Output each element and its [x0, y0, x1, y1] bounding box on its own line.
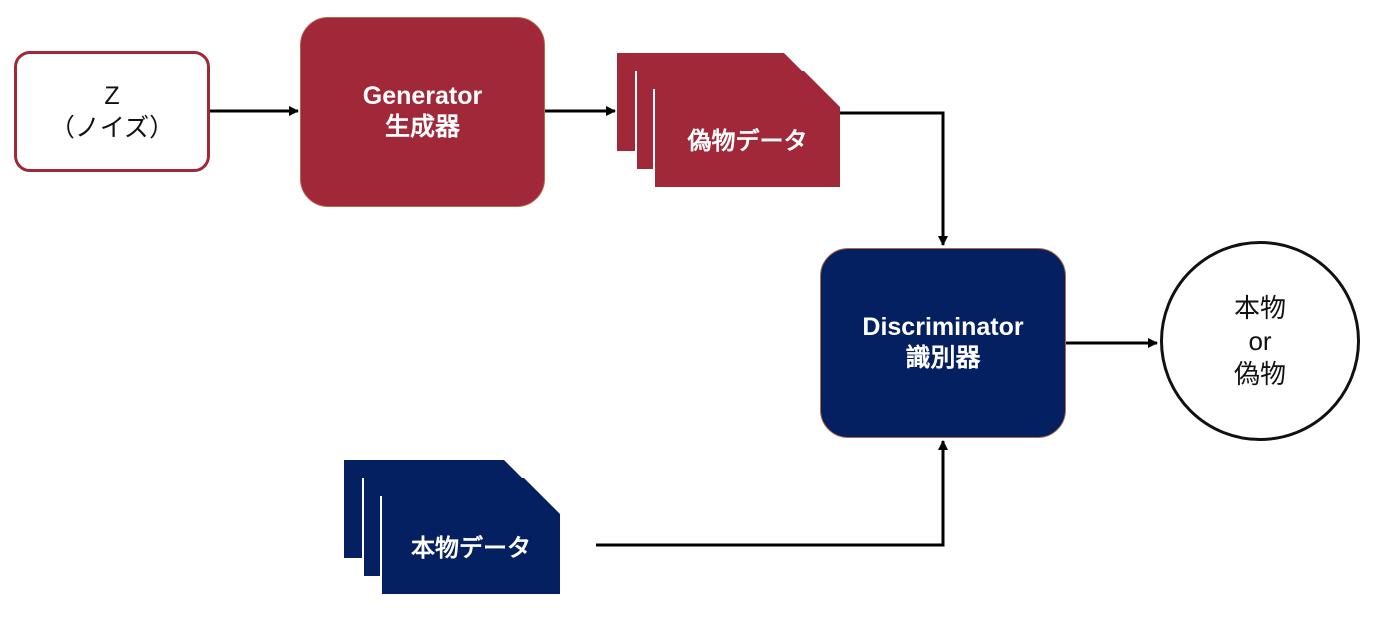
- discriminator-box: Discriminator 識別器: [820, 248, 1066, 438]
- fake-data-label: 偽物データ: [687, 127, 808, 155]
- arrow-real-data-to-discriminator: [596, 440, 948, 547]
- real-data-sheet-front: 本物データ: [380, 496, 560, 594]
- result-circle: 本物 or 偽物: [1160, 241, 1360, 441]
- discriminator-title: Discriminator: [862, 313, 1024, 341]
- fake-data-sheet-front: 偽物データ: [653, 89, 840, 187]
- generator-subtitle: 生成器: [384, 113, 460, 141]
- real-data-label: 本物データ: [411, 534, 531, 562]
- result-or-label: or: [1248, 325, 1272, 356]
- result-fake-label: 偽物: [1233, 358, 1286, 389]
- generator-title: Generator: [362, 82, 483, 110]
- noise-sublabel: （ノイズ）: [49, 113, 175, 142]
- arrow-fake-data-to-discriminator: [838, 111, 948, 246]
- noise-input-box: Z （ノイズ）: [14, 51, 210, 172]
- generator-box: Generator 生成器: [300, 17, 545, 207]
- noise-label: Z: [104, 81, 120, 110]
- result-real-label: 本物: [1233, 292, 1286, 323]
- discriminator-subtitle: 識別器: [905, 344, 981, 372]
